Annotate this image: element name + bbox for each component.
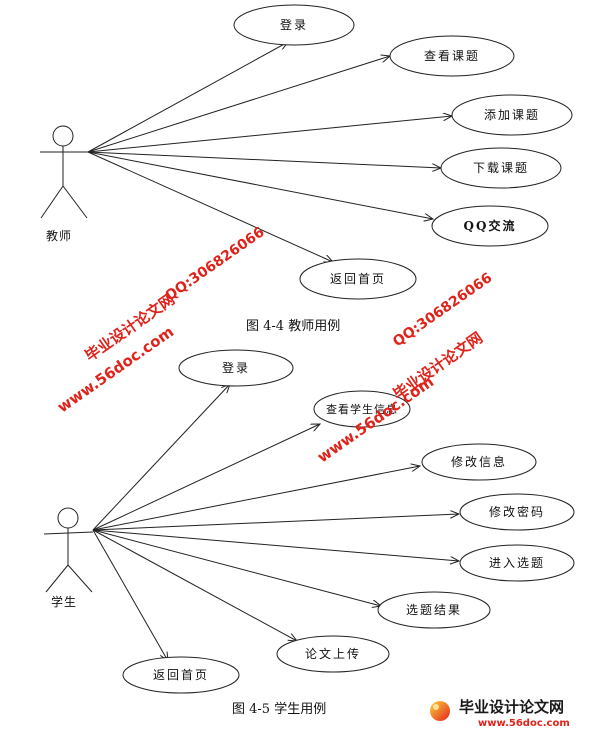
use-case-label: 下载课题 (473, 161, 529, 175)
teacher-use-case-add-topic: 添加课题 (451, 94, 573, 136)
figure-4-4-caption: 图 4-4 教师用例 (246, 318, 340, 334)
footer-logo: 毕业设计论文网 www.56doc.com (430, 698, 570, 729)
assoc-student-edit-info (92, 466, 420, 531)
assoc-teacher-home (87, 151, 333, 262)
watermark-right: www.56doc.com 毕业设计论文网 QQ:306826066 (314, 270, 495, 466)
student-actor-label: 学生 (51, 594, 77, 609)
use-case-label: 查看学生信息 (326, 402, 398, 416)
actor-head (52, 125, 74, 147)
student-use-case-view-info: 查看学生信息 (313, 390, 411, 428)
teacher-use-case-home: 返回首页 (299, 258, 417, 300)
use-case-label: 修改密码 (489, 504, 545, 519)
actor-right-leg (62, 185, 88, 219)
assoc-student-enter-selection (92, 529, 459, 561)
actor-head (57, 507, 79, 529)
student-use-case-edit-info: 修改信息 (421, 443, 537, 481)
use-case-label: QQ交流 (464, 218, 517, 233)
use-case-label: 进入选题 (489, 556, 545, 570)
student-use-case-enter-selection: 进入选题 (459, 544, 575, 582)
watermark-qq: QQ:306826066 (162, 224, 267, 304)
use-case-label: 返回首页 (153, 668, 209, 682)
teacher-use-case-qq: QQ交流 (431, 205, 549, 247)
assoc-student-login (92, 384, 230, 531)
student-use-case-change-password: 修改密码 (459, 493, 575, 531)
assoc-student-change-password (92, 514, 459, 531)
use-case-label: 查看课题 (424, 49, 480, 63)
assoc-teacher-add-topic (87, 116, 452, 153)
use-case-label: 选题结果 (406, 603, 462, 617)
teacher-associations (87, 42, 452, 262)
use-case-label: 论文上传 (305, 646, 361, 661)
student-diagram: 学生 登录 查看学生信息 修改信息 修改密码 进入选题 选题结果 论文上传 (43, 349, 575, 717)
assoc-teacher-qq (87, 151, 433, 219)
assoc-teacher-login (87, 42, 288, 153)
student-actor (43, 507, 94, 593)
logo-orb-icon (430, 701, 450, 721)
actor-left-leg (40, 185, 64, 219)
assoc-teacher-download-topic (87, 151, 441, 168)
use-case-label: 修改信息 (451, 454, 507, 469)
logo-orb-highlight (433, 704, 439, 710)
teacher-use-case-view-topics: 查看课题 (389, 35, 515, 77)
student-use-case-login: 登录 (178, 349, 294, 387)
student-use-case-home: 返回首页 (122, 656, 240, 694)
teacher-diagram: 教师 登录 查看课题 添加课题 下载课题 QQ交流 返回首页 图 4-4 教师用… (40, 4, 573, 334)
teacher-actor (40, 125, 88, 219)
use-case-label: 返回首页 (330, 272, 386, 286)
assoc-student-home (92, 529, 168, 661)
actor-right-leg (67, 564, 93, 593)
actor-left-leg (45, 564, 69, 593)
assoc-student-selection-result (92, 529, 381, 606)
student-use-case-selection-result: 选题结果 (377, 591, 491, 629)
teacher-use-case-download-topic: 下载课题 (440, 147, 562, 189)
assoc-teacher-view-topics (87, 56, 390, 153)
student-associations (92, 384, 459, 661)
student-use-case-upload-paper: 论文上传 (276, 635, 390, 673)
footer-site-name: 毕业设计论文网 (459, 698, 564, 716)
teacher-actor-label: 教师 (46, 228, 72, 243)
assoc-student-upload-paper (92, 529, 297, 641)
assoc-student-view-info (92, 424, 320, 531)
use-case-label: 登录 (280, 17, 308, 32)
teacher-use-case-login: 登录 (233, 4, 355, 46)
footer-site-url: www.56doc.com (478, 718, 570, 729)
use-case-label: 登录 (222, 360, 250, 375)
use-case-label: 添加课题 (484, 108, 540, 122)
figure-4-5-caption: 图 4-5 学生用例 (232, 701, 326, 717)
